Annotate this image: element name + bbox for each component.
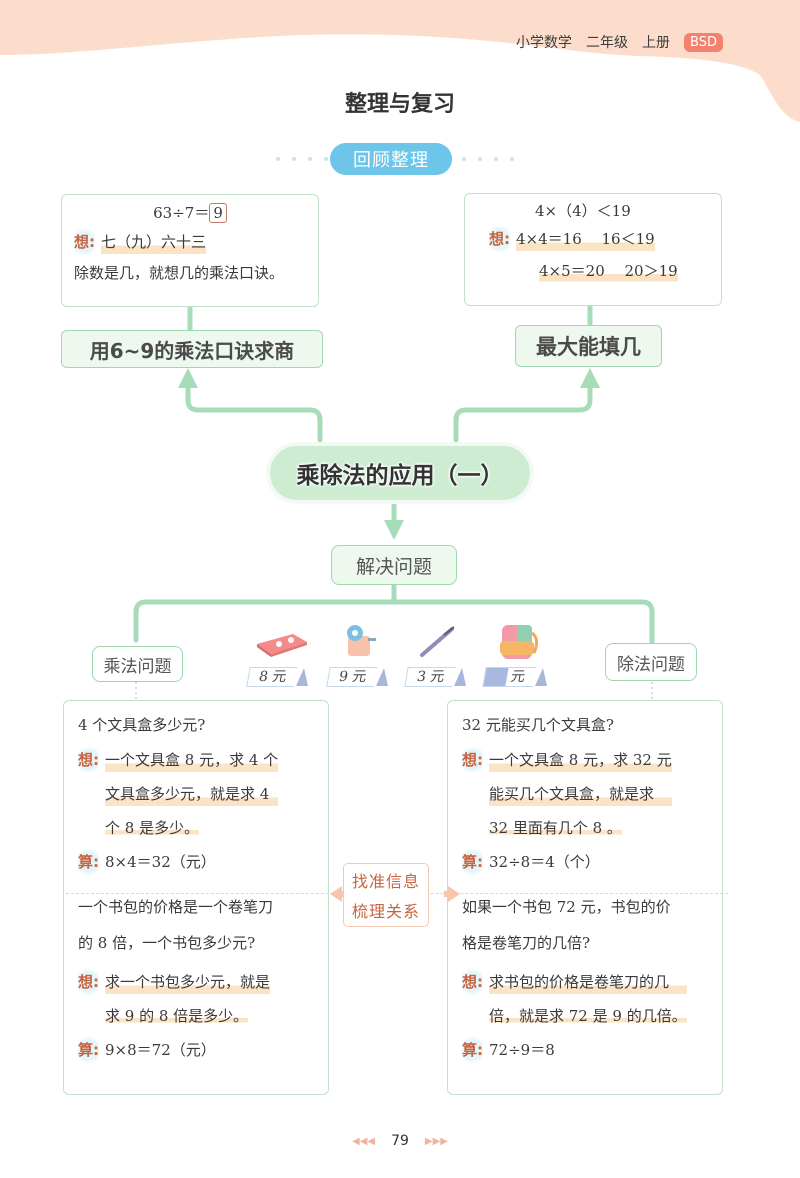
calc-text: 8×4＝32（元） bbox=[105, 853, 216, 871]
calc-label: 算: bbox=[462, 845, 483, 879]
think-label: 想: bbox=[78, 743, 99, 777]
note-text: 除数是几，就想几的乘法口诀。 bbox=[74, 264, 285, 282]
multiplication-problems-label: 乘法问题 bbox=[92, 646, 183, 682]
backpack-icon bbox=[500, 625, 539, 659]
question-2-line-2: 的 8 倍，一个书包多少元? bbox=[78, 934, 256, 952]
think-label: 想: bbox=[74, 225, 95, 259]
pencil-sharpener-icon bbox=[347, 625, 376, 656]
example-equation: 63÷7＝9 bbox=[74, 201, 306, 225]
pen-icon bbox=[420, 626, 455, 657]
subject-label: 小学数学 bbox=[516, 35, 572, 51]
think-label: 想: bbox=[78, 965, 99, 999]
page-footer: ◀◀◀ 79 ▶▶▶ bbox=[0, 1133, 800, 1149]
card-multiplication-problems: 4 个文具盒多少元? 想: 一个文具盒 8 元，求 4 个 文具盒多少元，就是求… bbox=[63, 700, 329, 1095]
volume-label: 上册 bbox=[642, 35, 670, 51]
think-line-1: 4×4＝16 16＜19 bbox=[516, 222, 655, 256]
price-tag-pen: 3 元 bbox=[404, 667, 467, 687]
page-number: 79 bbox=[391, 1133, 409, 1149]
think-label: 想: bbox=[489, 222, 510, 256]
header-band bbox=[0, 0, 800, 122]
central-topic: 乘除法的应用（一） bbox=[270, 446, 530, 500]
price-tag-backpack: 元 bbox=[482, 667, 547, 687]
decorative-dots-left bbox=[276, 157, 328, 161]
calc-label: 算: bbox=[78, 845, 99, 879]
left-arrows-icon: ◀◀◀ bbox=[352, 1135, 376, 1147]
right-arrows-icon: ▶▶▶ bbox=[424, 1135, 448, 1147]
book-info: 小学数学 二年级 上册 BSD bbox=[516, 32, 723, 52]
calc-text: 32÷8＝4（个） bbox=[489, 853, 600, 871]
calc-label: 算: bbox=[462, 1033, 483, 1067]
calc-text: 9×8＝72（元） bbox=[105, 1041, 216, 1059]
division-problems-label: 除法问题 bbox=[605, 643, 697, 681]
topic-max-fill: 最大能填几 bbox=[515, 325, 662, 367]
think-label: 想: bbox=[462, 965, 483, 999]
card-max-fill: 4×（4）＜19 想: 4×4＝16 16＜19 4×5＝20 20＞19 bbox=[464, 193, 722, 306]
think-text: 七（九）六十三 bbox=[101, 225, 207, 259]
calc-text: 72÷9＝8 bbox=[489, 1041, 555, 1059]
key-strategy-tag: 找准信息 梳理关系 bbox=[343, 863, 429, 927]
think-line-2: 4×5＝20 20＞19 bbox=[539, 256, 678, 286]
edition-badge: BSD bbox=[684, 32, 723, 52]
question-2-line-1: 如果一个书包 72 元，书包的价 bbox=[462, 898, 671, 916]
page-title: 整理与复习 bbox=[344, 92, 455, 117]
price-tag-pencil-case: 8 元 bbox=[246, 667, 309, 687]
question-1: 32 元能买几个文具盒? bbox=[462, 716, 614, 734]
think-row: 想: 4×4＝16 16＜19 bbox=[477, 222, 709, 256]
grade-label: 二年级 bbox=[586, 35, 628, 51]
example-inequality: 4×（4）＜19 bbox=[535, 202, 631, 220]
section-pill: 回顾整理 bbox=[330, 143, 452, 175]
calc-label: 算: bbox=[78, 1033, 99, 1067]
card-division-problems: 32 元能买几个文具盒? 想: 一个文具盒 8 元，求 32 元 能买几个文具盒… bbox=[447, 700, 723, 1095]
question-1: 4 个文具盒多少元? bbox=[78, 716, 206, 734]
decorative-dots-right bbox=[462, 157, 514, 161]
pencil-case-icon bbox=[257, 634, 307, 657]
answer-box: 9 bbox=[209, 203, 227, 223]
think-label: 想: bbox=[462, 743, 483, 777]
card-find-quotient: 63÷7＝9 想: 七（九）六十三 除数是几，就想几的乘法口诀。 bbox=[61, 194, 319, 307]
solve-problems-node: 解决问题 bbox=[331, 545, 457, 585]
question-2-line-1: 一个书包的价格是一个卷笔刀 bbox=[78, 898, 274, 916]
think-row: 想: 七（九）六十三 bbox=[74, 225, 306, 259]
question-2-line-2: 格是卷笔刀的几倍? bbox=[462, 934, 591, 952]
price-tag-sharpener: 9 元 bbox=[326, 667, 389, 687]
topic-find-quotient: 用6~9的乘法口诀求商 bbox=[61, 330, 323, 368]
